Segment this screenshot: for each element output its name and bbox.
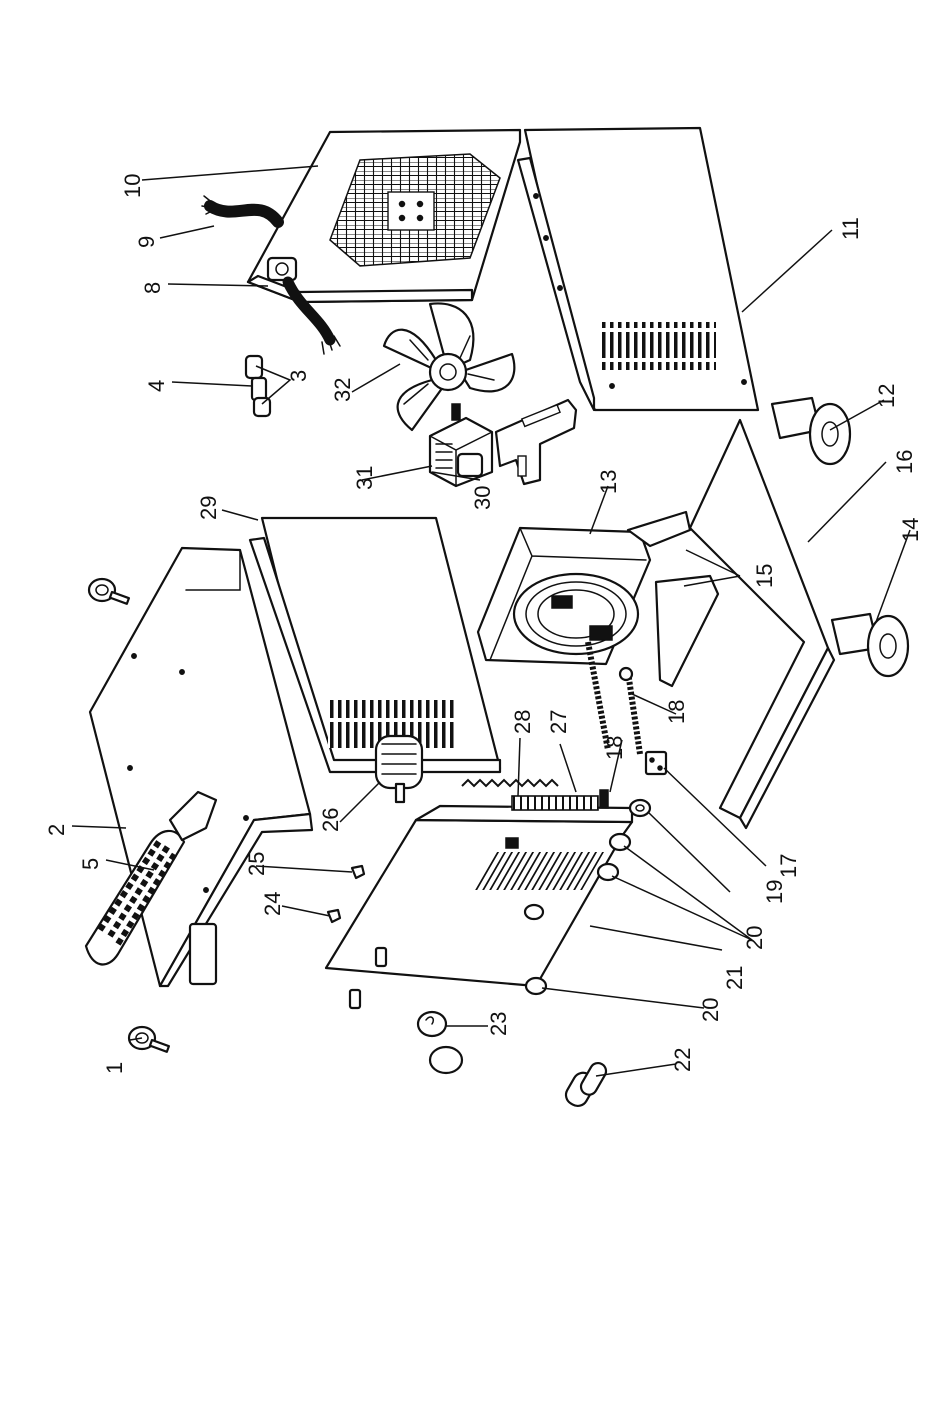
spring: [462, 780, 558, 786]
callout-27: 27: [546, 710, 571, 734]
knob: [418, 1012, 462, 1073]
side-panel-right: [518, 128, 758, 410]
callout-20-upper: 20: [742, 926, 767, 950]
callout-29: 29: [196, 496, 221, 520]
callout-3: 3: [286, 370, 311, 382]
callout-25: 25: [244, 852, 269, 876]
callout-26: 26: [318, 808, 343, 832]
callout-20-lower: 20: [698, 998, 723, 1022]
callout-30: 30: [470, 486, 495, 510]
callout-2: 2: [44, 824, 69, 836]
castor-wheel-12: [772, 398, 850, 464]
callout-11: 11: [838, 217, 863, 240]
rectifier: [512, 790, 608, 810]
callout-19: 19: [762, 880, 787, 904]
terminal-block: [646, 752, 666, 774]
cable-clamp: [562, 1060, 609, 1109]
callout-9: 9: [134, 236, 159, 248]
callout-18-right: 18: [664, 700, 689, 724]
callout-16: 16: [892, 450, 917, 474]
pilot-lamp: [630, 800, 650, 816]
callout-8: 8: [140, 282, 165, 294]
eyebolt-2: [89, 579, 129, 604]
callout-15: 15: [752, 564, 777, 588]
callout-13: 13: [596, 470, 621, 494]
callout-10: 10: [120, 174, 145, 198]
fan-blade: [384, 303, 514, 430]
callout-28: 28: [510, 710, 535, 734]
callout-21: 21: [722, 966, 747, 990]
callout-31: 31: [352, 466, 377, 490]
transformer: [478, 528, 650, 664]
callout-18-left: 18: [602, 736, 627, 760]
callout-1: 1: [102, 1062, 127, 1074]
castor-wheel-14: [832, 614, 908, 676]
motor-bracket: [496, 400, 576, 484]
callout-14: 14: [898, 518, 923, 542]
callout-4: 4: [144, 380, 169, 392]
base-plate: [690, 420, 834, 828]
callout-24: 24: [260, 892, 285, 916]
selector-switch: [376, 736, 422, 802]
callout-32: 32: [330, 378, 355, 402]
cable-gland: [268, 258, 296, 280]
callout-17: 17: [776, 854, 801, 878]
callout-22: 22: [670, 1048, 695, 1072]
small-clip-25: [352, 866, 364, 878]
callout-23: 23: [486, 1012, 511, 1036]
callout-12: 12: [874, 384, 899, 408]
callout-5: 5: [78, 858, 103, 870]
